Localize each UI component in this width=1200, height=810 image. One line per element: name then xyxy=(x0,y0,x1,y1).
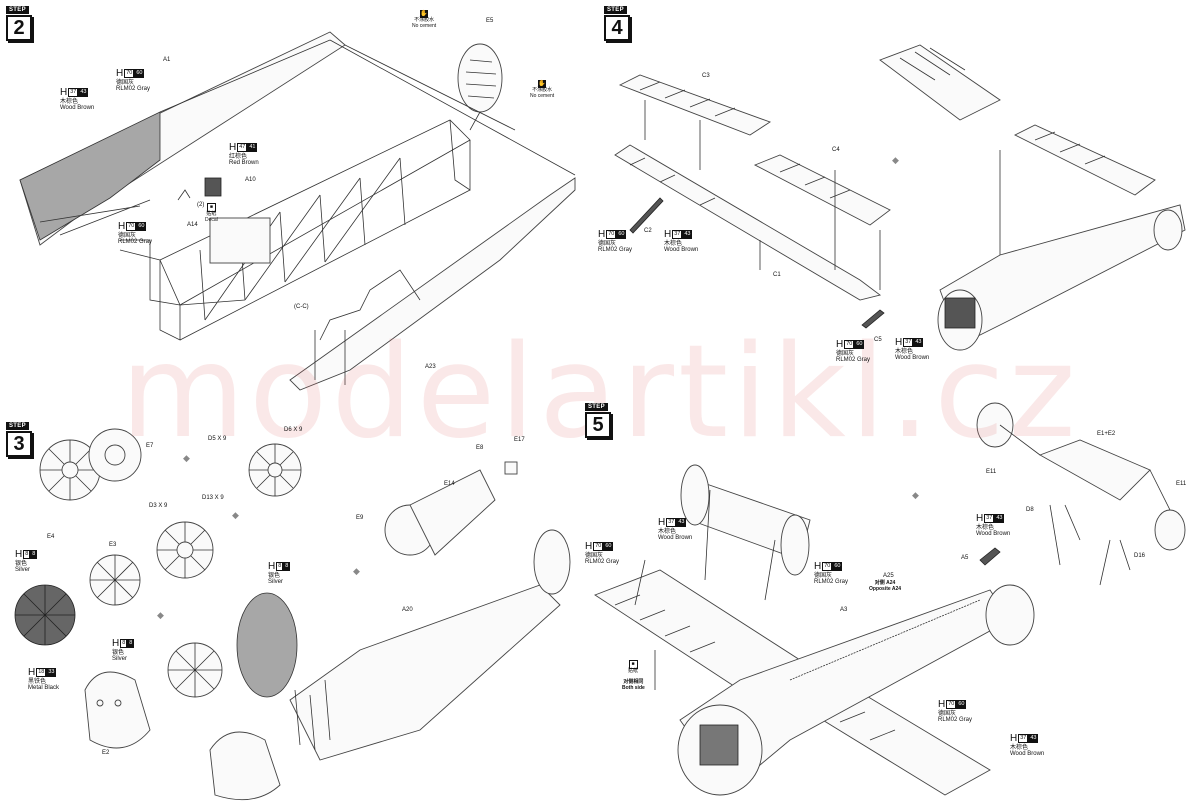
part-label-e11-right: E11 xyxy=(1176,481,1187,487)
step-2-number: 2 xyxy=(6,15,32,41)
flow-arrow-icon: ◆ xyxy=(183,453,190,463)
part-label-a1: A1 xyxy=(163,57,171,63)
step-2-marker: STEP 2 xyxy=(6,6,32,41)
part-label-e3: E3 xyxy=(109,542,117,548)
part-label-e11-left: E11 xyxy=(986,469,997,475)
step-5-tag: STEP xyxy=(585,403,608,411)
no-cement-note-1: ✋ 不涂胶水 No cement xyxy=(412,10,437,29)
part-label-d16: D16 xyxy=(1134,553,1146,559)
part-label-c3: C3 xyxy=(702,73,710,79)
part-label-a20: A20 xyxy=(402,607,413,613)
part-label-d3: D3 X 9 xyxy=(149,503,168,509)
flow-arrow-icon: ◆ xyxy=(912,490,919,500)
part-label-c5: C5 xyxy=(874,337,882,343)
both-side-note: 对侧相同 Both side xyxy=(622,679,645,691)
part-label-e8: E8 xyxy=(476,445,484,451)
step3-drawing xyxy=(14,428,571,801)
step-5-marker: STEP 5 xyxy=(585,403,611,438)
part-label-2: (2) xyxy=(197,202,205,208)
part-label-a23: A23 xyxy=(425,364,436,370)
part-label-e4: E4 xyxy=(47,534,55,540)
part-label-c-c: (C-C) xyxy=(294,304,309,310)
step-3-number: 3 xyxy=(6,431,32,457)
part-label-e2: E2 xyxy=(102,750,110,756)
flow-arrow-icon: ◆ xyxy=(353,566,360,576)
decal-note-step5: ■ 贴纸 xyxy=(628,660,639,674)
part-label-c4: C4 xyxy=(832,147,840,153)
step4-drawing xyxy=(614,44,1186,351)
part-label-d13: D13 X 9 xyxy=(202,495,224,501)
part-label-e17: E17 xyxy=(514,437,525,443)
part-label-a10: A10 xyxy=(245,177,256,183)
part-label-e1-e2: E1+E2 xyxy=(1097,431,1116,437)
part-label-a3: A3 xyxy=(840,607,848,613)
part-label-e9: E9 xyxy=(356,515,364,521)
no-cement-icon: ✋ xyxy=(538,80,547,88)
no-cement-icon: ✋ xyxy=(420,10,429,18)
part-label-e5: E5 xyxy=(486,18,494,24)
step-4-marker: STEP 4 xyxy=(604,6,630,41)
flow-arrow-icon: ◆ xyxy=(157,610,164,620)
opposite-a24-note: 对侧 A24 Opposite A24 xyxy=(869,580,902,592)
part-label-e7: E7 xyxy=(146,443,154,449)
part-label-c1: C1 xyxy=(773,272,781,278)
no-cement-note-2: ✋ 不涂胶水 No cement xyxy=(530,80,555,99)
part-label-d8: D8 xyxy=(1026,507,1034,513)
step-4-tag: STEP xyxy=(604,6,627,14)
part-label-a5: A5 xyxy=(961,555,969,561)
part-label-d6: D6 X 9 xyxy=(284,427,303,433)
part-label-a14: A14 xyxy=(187,222,198,228)
flow-arrow-icon: ◆ xyxy=(232,510,239,520)
part-label-d5: D5 X 9 xyxy=(208,436,227,442)
part-label-a25: A25 xyxy=(883,573,894,579)
step2-drawing xyxy=(19,31,576,391)
step5-drawing xyxy=(594,402,1186,796)
step-3-tag: STEP xyxy=(6,422,29,430)
part-label-e14: E14 xyxy=(444,481,455,487)
part-label-c2: C2 xyxy=(644,228,652,234)
step-2-tag: STEP xyxy=(6,6,29,14)
decal-note-step2: ■ 贴纸 Decal xyxy=(205,203,218,223)
flow-arrow-icon: ◆ xyxy=(892,155,899,165)
step-3-marker: STEP 3 xyxy=(6,422,32,457)
step-4-number: 4 xyxy=(604,15,630,41)
step-5-number: 5 xyxy=(585,412,611,438)
